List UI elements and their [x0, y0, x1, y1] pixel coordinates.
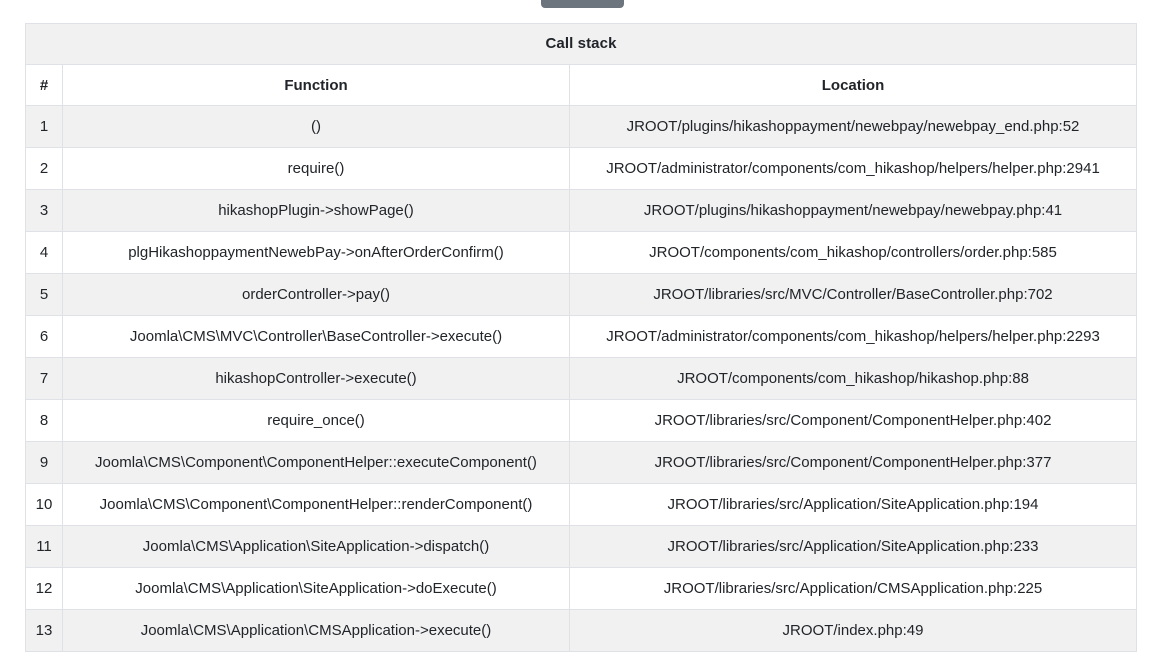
table-row: 6 Joomla\CMS\MVC\Controller\BaseControll…	[25, 315, 1137, 358]
row-number: 13	[25, 609, 63, 652]
row-location: JROOT/plugins/hikashoppayment/newebpay/n…	[569, 105, 1137, 148]
row-number: 8	[25, 399, 63, 442]
row-function-name: Joomla\CMS\Application\SiteApplication->…	[62, 525, 570, 568]
row-location: JROOT/administrator/components/com_hikas…	[569, 315, 1137, 358]
row-location: JROOT/index.php:49	[569, 609, 1137, 652]
row-number: 11	[25, 525, 63, 568]
row-location: JROOT/plugins/hikashoppayment/newebpay/n…	[569, 189, 1137, 232]
row-function-name: Joomla\CMS\Component\ComponentHelper::ex…	[62, 441, 570, 484]
table-row: 11 Joomla\CMS\Application\SiteApplicatio…	[25, 525, 1137, 568]
table-row: 2 require() JROOT/administrator/componen…	[25, 147, 1137, 190]
column-header-location: Location	[569, 64, 1137, 106]
row-location: JROOT/libraries/src/Application/CMSAppli…	[569, 567, 1137, 610]
row-location: JROOT/administrator/components/com_hikas…	[569, 147, 1137, 190]
row-number: 3	[25, 189, 63, 232]
row-location: JROOT/libraries/src/Application/SiteAppl…	[569, 525, 1137, 568]
column-header-function: Function	[62, 64, 570, 106]
row-number: 12	[25, 567, 63, 610]
row-function-name: orderController->pay()	[62, 273, 570, 316]
row-location: JROOT/components/com_hikashop/hikashop.p…	[569, 357, 1137, 400]
table-row: 4 plgHikashoppaymentNewebPay->onAfterOrd…	[25, 231, 1137, 274]
table-row: 1 () JROOT/plugins/hikashoppayment/neweb…	[25, 105, 1137, 148]
row-function-name: Joomla\CMS\Component\ComponentHelper::re…	[62, 483, 570, 526]
secondary-button-clipped[interactable]	[541, 0, 624, 8]
column-header-number: #	[25, 64, 63, 106]
row-function-name: hikashopController->execute()	[62, 357, 570, 400]
row-number: 2	[25, 147, 63, 190]
row-function-name: plgHikashoppaymentNewebPay->onAfterOrder…	[62, 231, 570, 274]
table-row: 5 orderController->pay() JROOT/libraries…	[25, 273, 1137, 316]
row-location: JROOT/libraries/src/Component/ComponentH…	[569, 441, 1137, 484]
table-row: 8 require_once() JROOT/libraries/src/Com…	[25, 399, 1137, 442]
row-function-name: require()	[62, 147, 570, 190]
table-header-row: # Function Location	[25, 64, 1137, 106]
row-function-name: Joomla\CMS\MVC\Controller\BaseController…	[62, 315, 570, 358]
row-number: 10	[25, 483, 63, 526]
row-number: 6	[25, 315, 63, 358]
row-number: 5	[25, 273, 63, 316]
table-row: 12 Joomla\CMS\Application\SiteApplicatio…	[25, 567, 1137, 610]
row-location: JROOT/libraries/src/MVC/Controller/BaseC…	[569, 273, 1137, 316]
row-number: 9	[25, 441, 63, 484]
row-number: 1	[25, 105, 63, 148]
row-number: 4	[25, 231, 63, 274]
row-number: 7	[25, 357, 63, 400]
call-stack-caption: Call stack	[25, 23, 1137, 64]
row-location: JROOT/components/com_hikashop/controller…	[569, 231, 1137, 274]
table-row: 10 Joomla\CMS\Component\ComponentHelper:…	[25, 483, 1137, 526]
call-stack-panel: Call stack # Function Location 1 () JROO…	[25, 23, 1137, 652]
row-location: JROOT/libraries/src/Application/SiteAppl…	[569, 483, 1137, 526]
row-function-name: Joomla\CMS\Application\CMSApplication->e…	[62, 609, 570, 652]
row-function-name: Joomla\CMS\Application\SiteApplication->…	[62, 567, 570, 610]
table-row: 13 Joomla\CMS\Application\CMSApplication…	[25, 609, 1137, 652]
table-row: 7 hikashopController->execute() JROOT/co…	[25, 357, 1137, 400]
table-row: 9 Joomla\CMS\Component\ComponentHelper::…	[25, 441, 1137, 484]
row-location: JROOT/libraries/src/Component/ComponentH…	[569, 399, 1137, 442]
row-function-name: hikashopPlugin->showPage()	[62, 189, 570, 232]
row-function-name: require_once()	[62, 399, 570, 442]
table-row: 3 hikashopPlugin->showPage() JROOT/plugi…	[25, 189, 1137, 232]
call-stack-table: Call stack # Function Location 1 () JROO…	[25, 23, 1137, 652]
row-function-name: ()	[62, 105, 570, 148]
call-stack-body: 1 () JROOT/plugins/hikashoppayment/neweb…	[25, 105, 1137, 652]
